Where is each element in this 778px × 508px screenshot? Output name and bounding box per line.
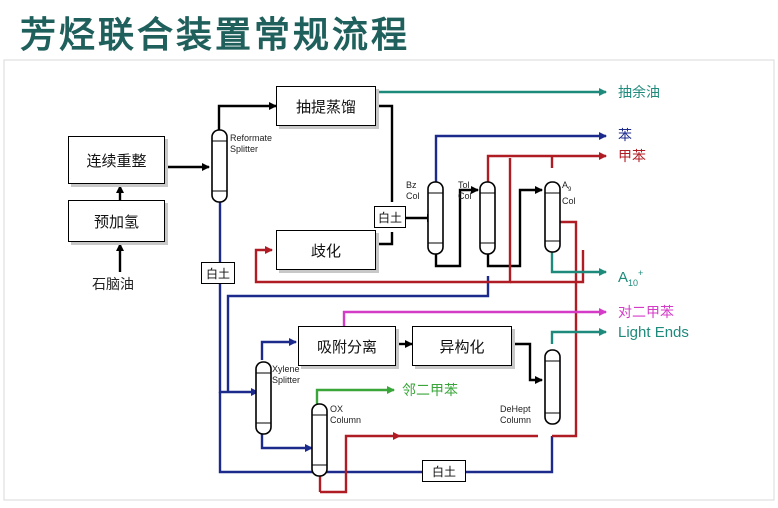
extractive-distillation-unit: 抽提蒸馏 [276,86,376,126]
reformate-splitter-column [211,129,228,203]
blue-streams [218,132,607,474]
dehept-column [544,349,561,425]
xylene-splitter-column [255,361,272,435]
benzene-output: 苯 [618,128,632,144]
a10-plus-output: A10+ [618,268,644,288]
ox-column [311,403,328,477]
orthoxylene-output: 邻二甲苯 [402,383,458,399]
tol-bottom-to-a9 [486,186,543,268]
toluene-to-disprop [254,158,512,284]
bz-bottom-to-tol [434,186,479,268]
clay-to-xylene-splitter [218,282,259,396]
clay-treater-top: 白土 [374,206,406,228]
a10-out [550,252,607,276]
disprop-return [376,232,394,246]
ox-bottom-to-dehept [320,432,401,494]
teal-streams [378,88,607,344]
a9-side-loop [552,220,578,438]
red-streams [254,152,607,494]
clay-treater-left: 白土 [201,262,235,284]
raffinate-output: 抽余油 [618,85,660,101]
column-bands [212,140,560,466]
columns [211,129,561,477]
naphtha-feed-label: 石脑油 [92,277,134,293]
orthoxylene-out [315,386,395,404]
a9-to-disprop [510,250,585,284]
bottom-line-to-clay [218,392,422,474]
benzene-out [434,132,607,182]
clay-treater-bottom: 白土 [422,460,466,482]
tol-bottoms-to-xylene [226,276,490,392]
adsorption-separation-unit: 吸附分离 [298,326,396,366]
xs-bottom-to-ox [260,434,313,452]
extraction-extract [376,104,394,202]
a9-column [544,181,561,253]
continuous-reforming-unit: 连续重整 [68,136,165,184]
diagram-frame [3,59,775,501]
light-ends-out [550,328,607,344]
page-title: 芳烃联合装置常规流程 [20,15,411,56]
tol-column [479,181,496,255]
toluene-output: 甲苯 [618,149,646,165]
isomerization-to-dehept [512,342,543,384]
prehydrotreating-unit: 预加氢 [68,200,165,242]
clay-to-dehept [466,436,554,474]
paraxylene-output: 对二甲苯 [618,305,674,321]
xs-top-to-adsorption [260,338,297,360]
bz-column [427,181,444,255]
disproportionation-unit: 歧化 [276,230,376,270]
light-ends-output: Light Ends [618,324,689,341]
paraxylene-out [342,308,607,326]
splitter-to-extraction [217,102,277,130]
toluene-out [486,152,607,182]
isomerization-unit: 异构化 [412,326,512,366]
